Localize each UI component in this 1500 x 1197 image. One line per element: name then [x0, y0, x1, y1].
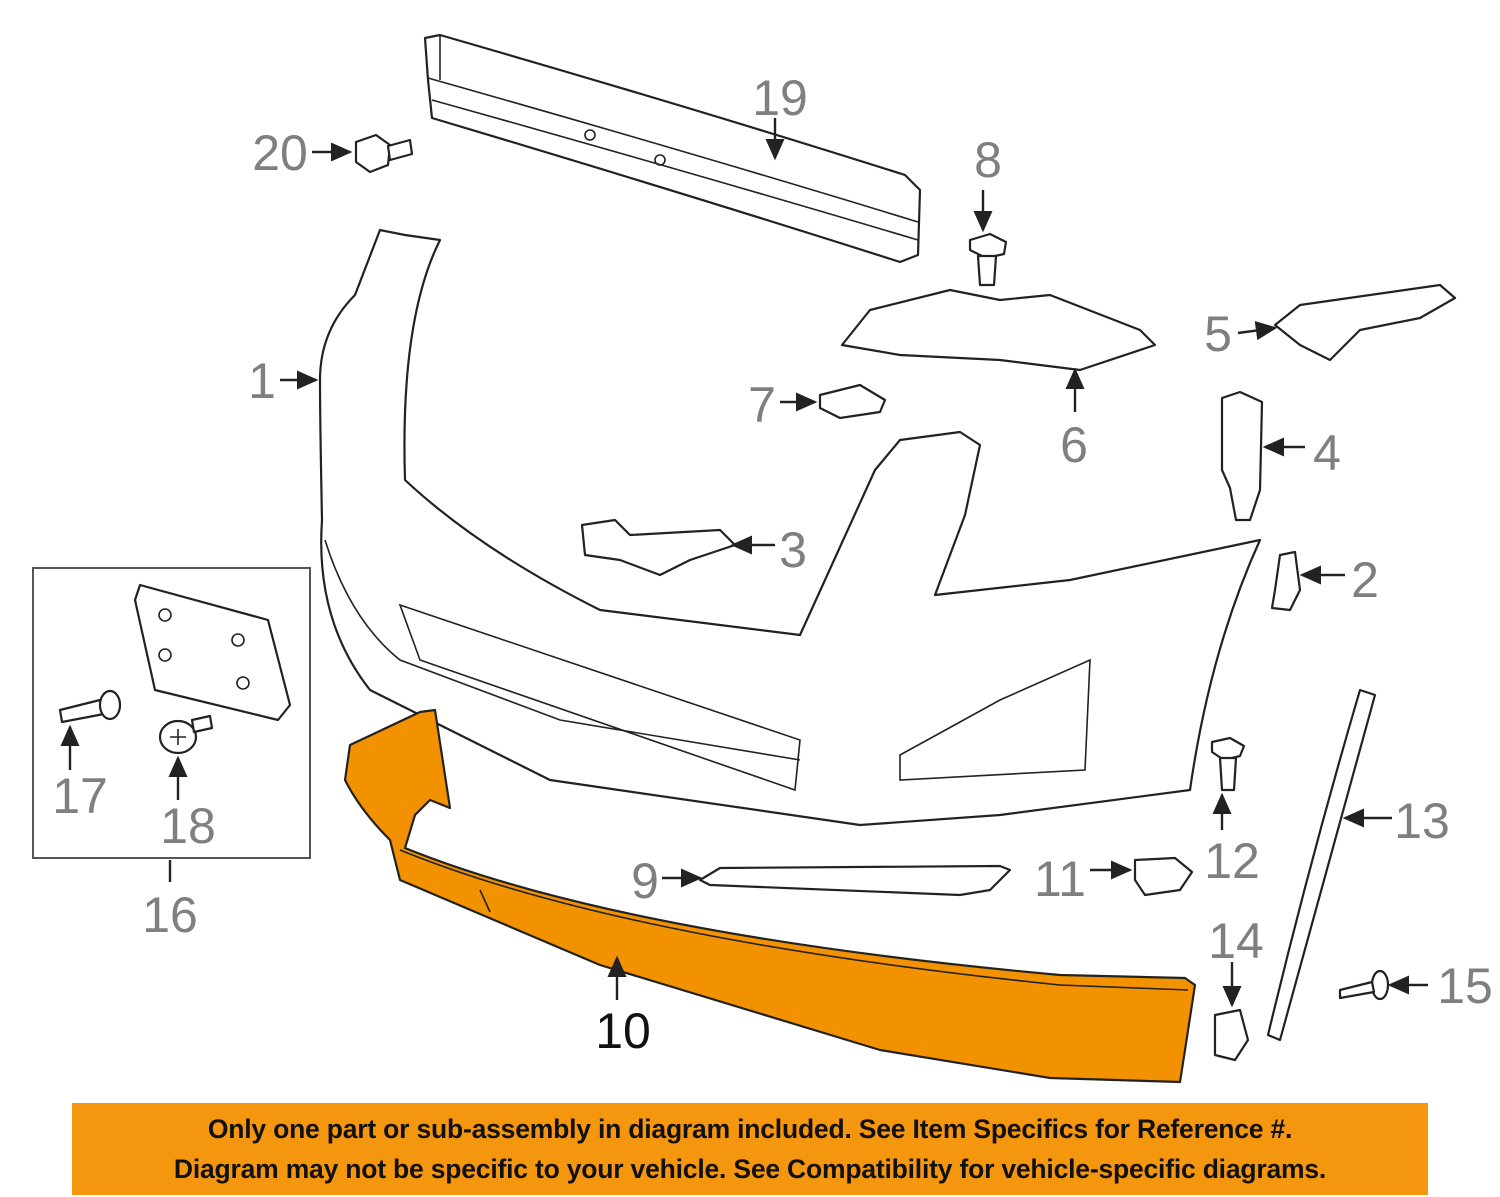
callout-2: 2 [1351, 552, 1379, 608]
callout-14: 14 [1208, 913, 1264, 969]
callout-arrows [60, 118, 1428, 1008]
disclaimer-banner: Only one part or sub-assembly in diagram… [72, 1103, 1428, 1195]
callout-8: 8 [974, 132, 1002, 188]
callout-18: 18 [160, 798, 216, 854]
part-17-push-pin [58, 689, 122, 724]
part-12-bolt [1210, 736, 1246, 792]
callout-16: 16 [142, 887, 198, 943]
disclaimer-line-2: Diagram may not be specific to your vehi… [173, 1154, 1327, 1184]
part-4-bracket [1220, 390, 1264, 522]
callout-5: 5 [1204, 306, 1232, 362]
part-14-clip [1213, 1008, 1250, 1062]
part-19-reinforcement [423, 33, 922, 264]
callout-4: 4 [1313, 425, 1341, 481]
callout-19: 19 [752, 70, 808, 126]
callout-17: 17 [52, 768, 108, 824]
callout-11: 11 [1034, 851, 1086, 907]
disclaimer-line-1: Only one part or sub-assembly in diagram… [207, 1114, 1293, 1144]
callout-15: 15 [1437, 958, 1493, 1014]
part-18-screw [158, 714, 214, 755]
callout-20: 20 [252, 125, 308, 181]
part-15-push-pin [1338, 969, 1390, 1001]
part-13-molding [1266, 688, 1377, 1042]
callout-9: 9 [631, 853, 659, 909]
callout-12: 12 [1204, 833, 1260, 889]
part-7-nut [818, 383, 887, 420]
callout-1: 1 [248, 353, 276, 409]
callout-6: 6 [1060, 417, 1088, 473]
callout-7: 7 [748, 377, 776, 433]
part-16-kit-box [32, 567, 311, 859]
part-20-bolt [354, 133, 414, 174]
part-8-bolt [968, 232, 1008, 287]
callout-13: 13 [1394, 793, 1450, 849]
part-11-nut [1133, 856, 1194, 897]
part-6-bracket [840, 288, 1157, 372]
part-10-air-deflector [343, 708, 1197, 1084]
part-2-clip [1270, 550, 1302, 612]
part-16-license-bracket [133, 583, 292, 722]
part-3-bracket [580, 518, 737, 577]
part-1-bumper-cover [318, 228, 1262, 827]
part-9-molding [698, 864, 1012, 897]
callout-3: 3 [779, 522, 807, 578]
callout-10: 10 [595, 1003, 651, 1059]
part-5-bracket [1273, 283, 1457, 362]
